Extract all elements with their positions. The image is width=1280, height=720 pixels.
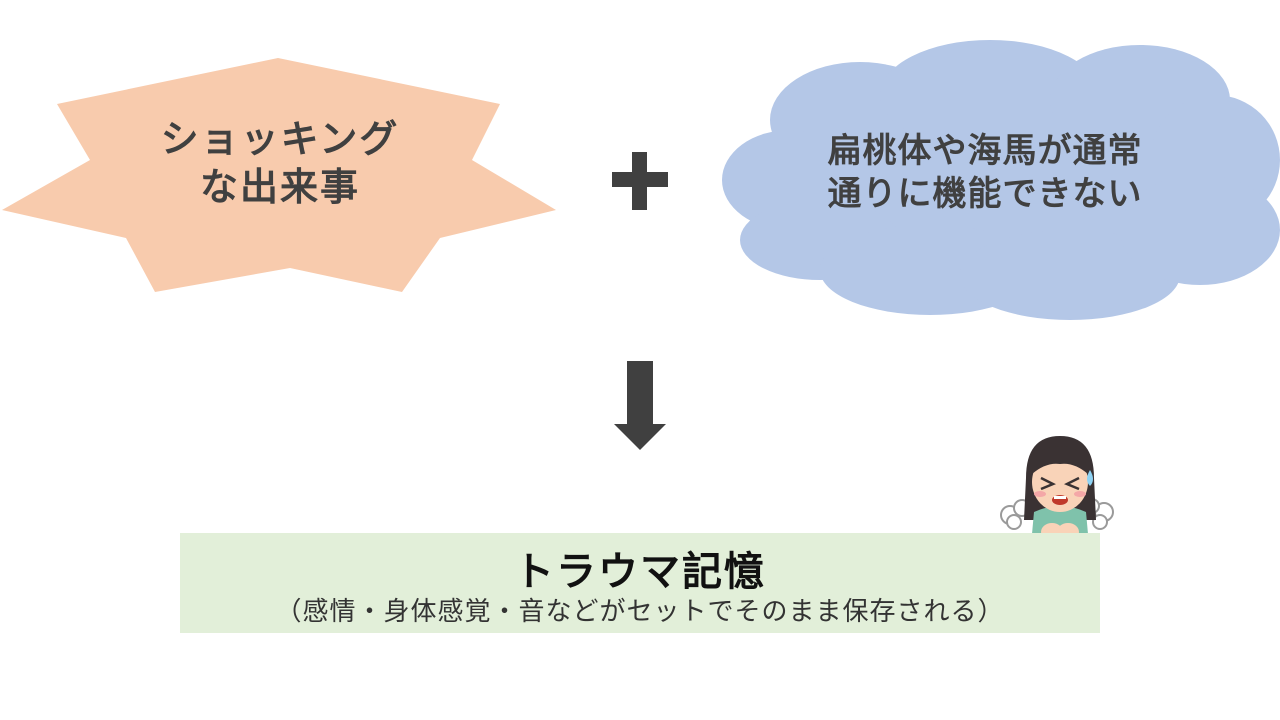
- arrow-down-icon: [614, 361, 666, 450]
- result-subtitle: （感情・身体感覚・音などがセットでそのまま保存される）: [275, 597, 1005, 627]
- plus-icon: [612, 152, 668, 210]
- result-title: トラウマ記憶: [514, 549, 766, 595]
- event-label-line1: ショッキング: [160, 117, 400, 161]
- brain-label-line2: 通りに機能できない: [827, 173, 1143, 214]
- event-label: ショッキング な出来事: [80, 116, 480, 211]
- brain-cloud: [722, 40, 1280, 320]
- brain-label-line1: 扁桃体や海馬が通常: [827, 131, 1143, 171]
- result-box: トラウマ記憶 （感情・身体感覚・音などがセットでそのまま保存される）: [180, 533, 1100, 633]
- event-label-line2: な出来事: [199, 164, 360, 209]
- brain-label: 扁桃体や海馬が通常 通りに機能できない: [770, 130, 1200, 215]
- event-starburst: [2, 58, 556, 292]
